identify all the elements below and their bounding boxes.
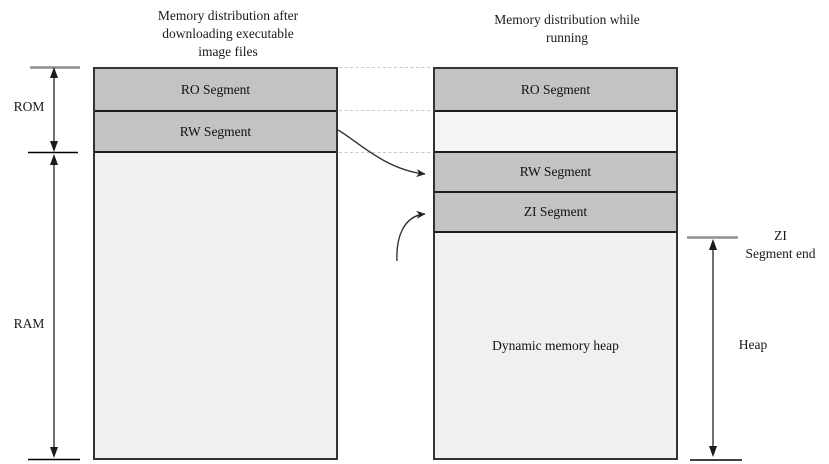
memory-column-after-download: RO Segment RW Segment bbox=[93, 67, 338, 460]
zi-segment-end-label: ZI Segment end bbox=[732, 227, 829, 263]
right-zi-segment: ZI Segment bbox=[435, 193, 676, 233]
right-rw-segment: RW Segment bbox=[435, 153, 676, 193]
rw-relocation-arrow bbox=[337, 129, 426, 178]
left-title-line-1: Memory distribution after bbox=[157, 8, 299, 23]
right-column-title: Memory distribution while running bbox=[457, 11, 677, 47]
dynamic-memory-heap-area: Dynamic memory heap bbox=[435, 233, 676, 458]
left-rw-segment: RW Segment bbox=[95, 112, 336, 153]
right-zi-segment-label: ZI Segment bbox=[523, 204, 588, 219]
left-title-line-2: downloading executable bbox=[162, 26, 294, 41]
left-title-line-3: image files bbox=[198, 44, 258, 59]
left-free-ram-area bbox=[95, 153, 336, 458]
ram-label: RAM bbox=[13, 316, 45, 331]
ram-arrowhead-up bbox=[50, 154, 58, 165]
left-ro-segment: RO Segment bbox=[95, 69, 336, 112]
zi-segment-end-line-1: ZI bbox=[774, 228, 787, 243]
heap-arrowhead-down bbox=[709, 446, 717, 457]
zi-segment-end-line-2: Segment end bbox=[745, 246, 816, 261]
heap-arrowhead-up bbox=[709, 239, 717, 250]
dynamic-memory-heap-label: Dynamic memory heap bbox=[492, 337, 619, 353]
left-ro-segment-label: RO Segment bbox=[180, 81, 251, 97]
rom-label: ROM bbox=[13, 99, 45, 114]
right-title-line-1: Memory distribution while bbox=[494, 12, 640, 27]
ram-arrowhead-down bbox=[50, 447, 58, 458]
zi-creation-arrow bbox=[396, 210, 426, 262]
rom-arrowhead-down bbox=[50, 141, 58, 152]
right-ro-segment-label: RO Segment bbox=[520, 81, 591, 97]
right-ro-segment: RO Segment bbox=[435, 69, 676, 112]
right-rw-segment-label: RW Segment bbox=[519, 164, 592, 179]
left-rw-segment-label: RW Segment bbox=[179, 123, 252, 139]
right-title-line-2: running bbox=[546, 30, 588, 45]
heap-label: Heap bbox=[738, 337, 768, 352]
rom-arrowhead-up bbox=[50, 67, 58, 78]
left-column-title: Memory distribution after downloading ex… bbox=[118, 7, 338, 61]
right-reserved-gap bbox=[435, 112, 676, 153]
memory-column-while-running: RO Segment RW Segment ZI Segment Dynamic… bbox=[433, 67, 678, 460]
